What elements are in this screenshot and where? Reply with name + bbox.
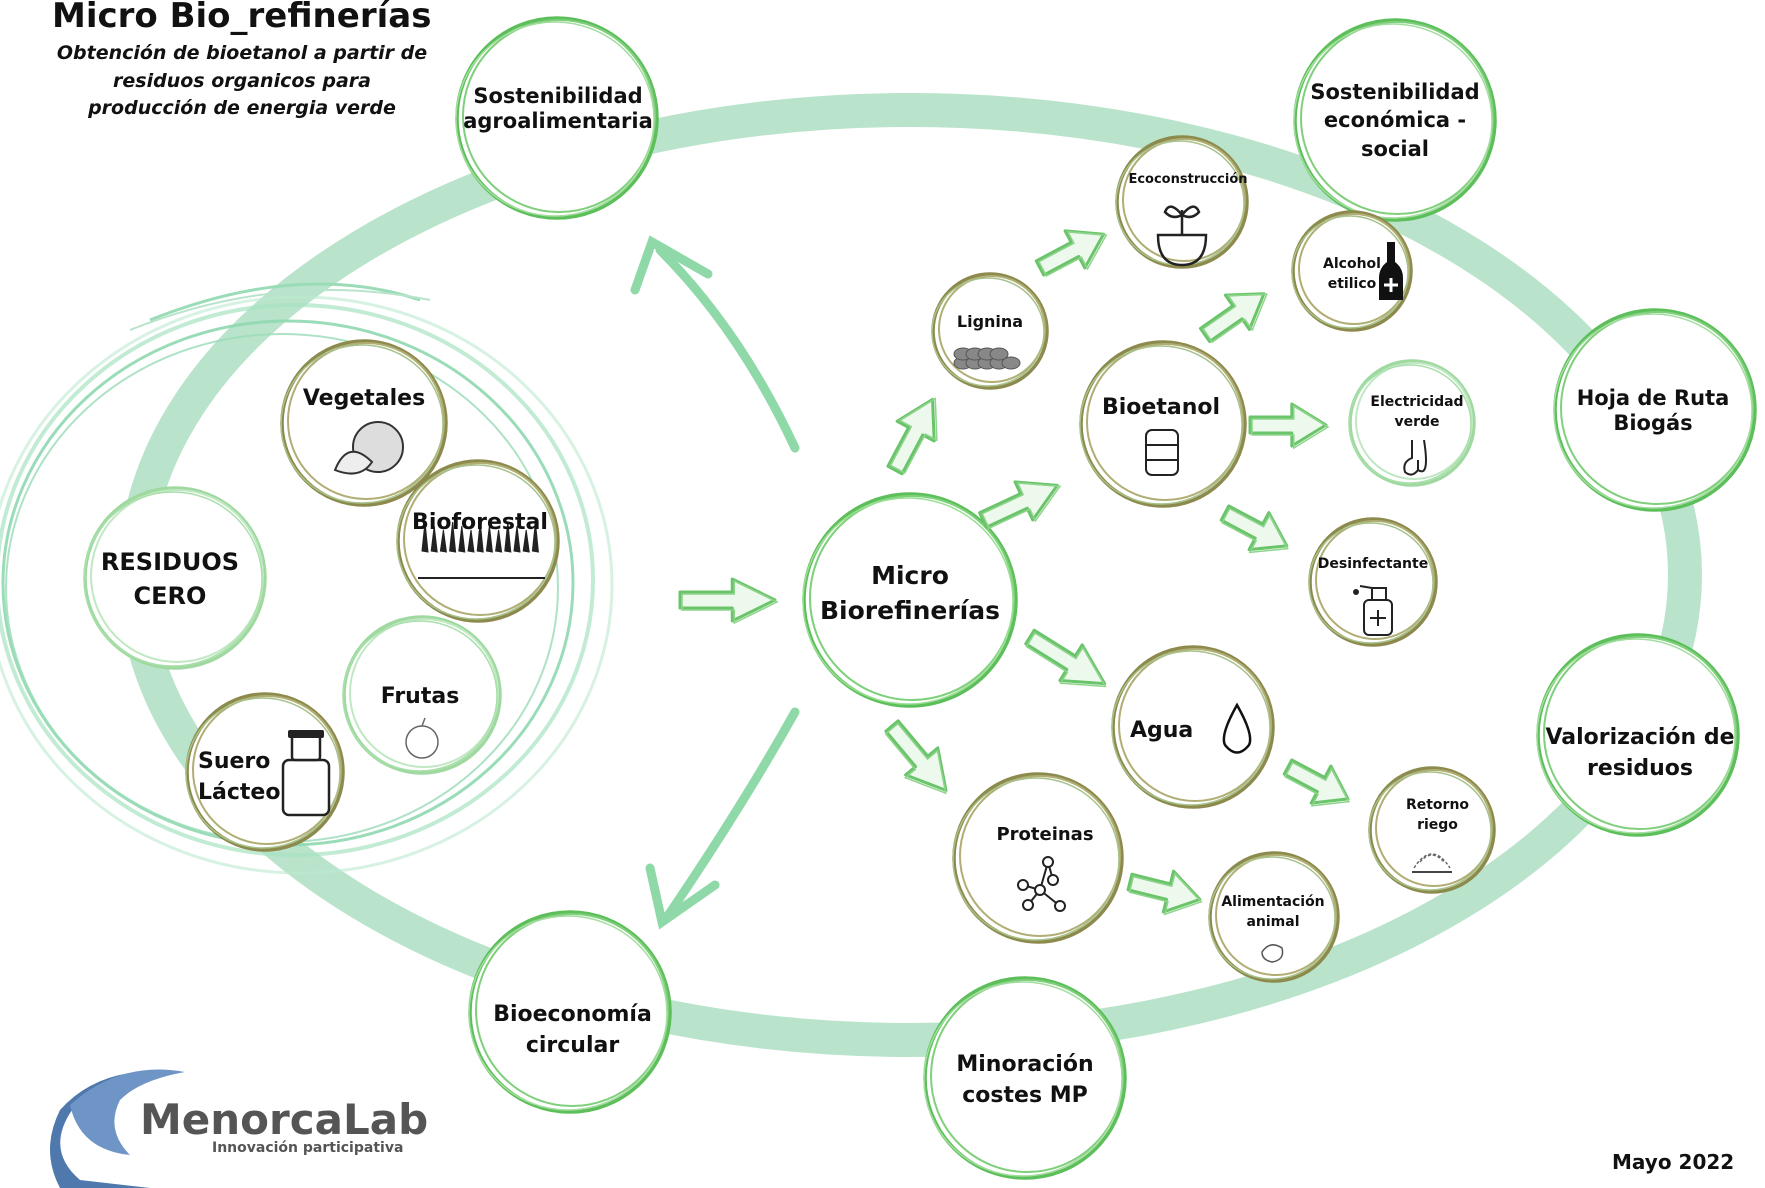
node-label-alimentacion: Alimentación animal [1221,894,1325,931]
node-label-ecoconstruccion: Ecoconstrucción [1128,172,1248,187]
circle-frutas [342,615,502,775]
cow-icon [1261,944,1284,963]
eco-building-icon [1156,205,1208,267]
center-label: Micro Biorefinerías [819,561,1001,625]
arrow-lignina-to-ecoconstruccion [1034,229,1108,277]
arrow-center-to-agua [1024,628,1107,688]
circle-electricidad [1348,359,1476,487]
sanitizer-icon [1353,585,1393,636]
node-label-suero: Suero Lácteo [198,749,281,805]
circle-valorizacion [1536,633,1740,837]
apple-icon [405,717,439,759]
arrow-center-to-lignina [886,397,938,476]
circle-alcohol [1291,210,1413,332]
barrel-icon [1145,429,1179,476]
node-label-alcohol: Alcohol etilico [1323,256,1381,293]
node-label-hoja-ruta: Hoja de Ruta Biogás [1576,386,1730,436]
node-label-vegetales: Vegetales [302,386,426,411]
page-title: Micro Bio_refinerías [52,0,432,36]
circle-bioetanol [1079,340,1247,508]
circle-residuos-cero [83,486,267,670]
node-label-frutas: Frutas [380,684,460,709]
cycle-arrow-down [660,707,800,925]
arrow-residuos-to-center [678,577,779,625]
sprinkler-icon [1412,853,1452,873]
node-label-sostenibilidad-agro: Sostenibilidad agroalimentaria [463,84,653,134]
node-label-bioetanol: Bioetanol [1101,395,1221,420]
node-label-valorizacion: Valorización de residuos [1545,725,1735,781]
node-label-bioeconomia: Bioeconomía circular [493,1002,652,1058]
forest-icon [418,521,545,579]
arrow-bioetanol-to-alcohol [1198,292,1268,344]
node-label-bioforestal: Bioforestal [412,510,548,535]
node-label-lignina: Lignina [956,312,1024,331]
molecule-icon [1017,856,1066,912]
page-subtitle: Obtención de bioetanol a partir de resid… [56,42,428,120]
circle-sostenibilidad-agro [455,16,659,220]
residuos-cero-label: RESIDUOS CERO [100,548,240,610]
pellets-icon [953,347,1021,370]
node-label-minoracion: Minoración costes MP [956,1052,1094,1108]
flow-arrows [678,229,1351,916]
cycle-arrow-up [655,245,800,453]
node-label-sostenibilidad-eco: Sostenibilidad económica - social [1310,80,1480,161]
node-label-agua: Agua [1130,718,1194,743]
node-label-electricidad: Electricidad verde [1370,394,1464,431]
node-label-proteinas: Proteinas [996,824,1094,845]
plug-icon [1403,439,1427,476]
circle-agua [1111,645,1275,809]
vegetables-icon [333,421,404,475]
milk-can-icon [281,730,331,817]
node-icons [50,205,1452,1188]
circle-sostenibilidad-eco [1293,18,1497,222]
menorcalab-logo-icon [50,1069,193,1188]
circle-alimentacion [1208,851,1340,983]
logo-tagline: Innovación participativa [212,1140,404,1156]
logo-wordmark: MenorcaLab [140,1095,429,1144]
circle-ecoconstruccion [1115,135,1249,269]
node-circles [83,16,1757,1180]
circle-retorno [1368,766,1496,894]
node-label-desinfectante: Desinfectante [1317,556,1429,572]
arrow-agua-to-retorno [1282,758,1351,807]
circle-desinfectante [1308,517,1438,647]
circle-vegetales [280,339,448,507]
water-drop-icon [1222,702,1252,754]
arrow-center-to-bioetanol [978,480,1062,530]
arrow-bioetanol-to-desinfectante [1219,504,1289,554]
cycle-arrow-up-head [630,235,713,295]
cycle-arrows [630,235,800,930]
circle-proteinas [952,772,1124,944]
cycle-arrow-down-head [645,863,720,930]
arrow-center-to-proteinas [884,719,948,795]
node-label-retorno: Retorno riego [1405,797,1470,834]
date-label: Mayo 2022 [1612,1150,1735,1174]
circle-hoja-ruta [1553,308,1757,512]
bottle-icon [1379,242,1403,300]
circle-minoracion [923,976,1127,1180]
arrow-bioetanol-to-electricidad [1248,402,1330,450]
circle-bioeconomia [468,910,672,1114]
arrow-proteinas-to-alimentacion [1126,869,1203,916]
circle-center [802,492,1018,708]
